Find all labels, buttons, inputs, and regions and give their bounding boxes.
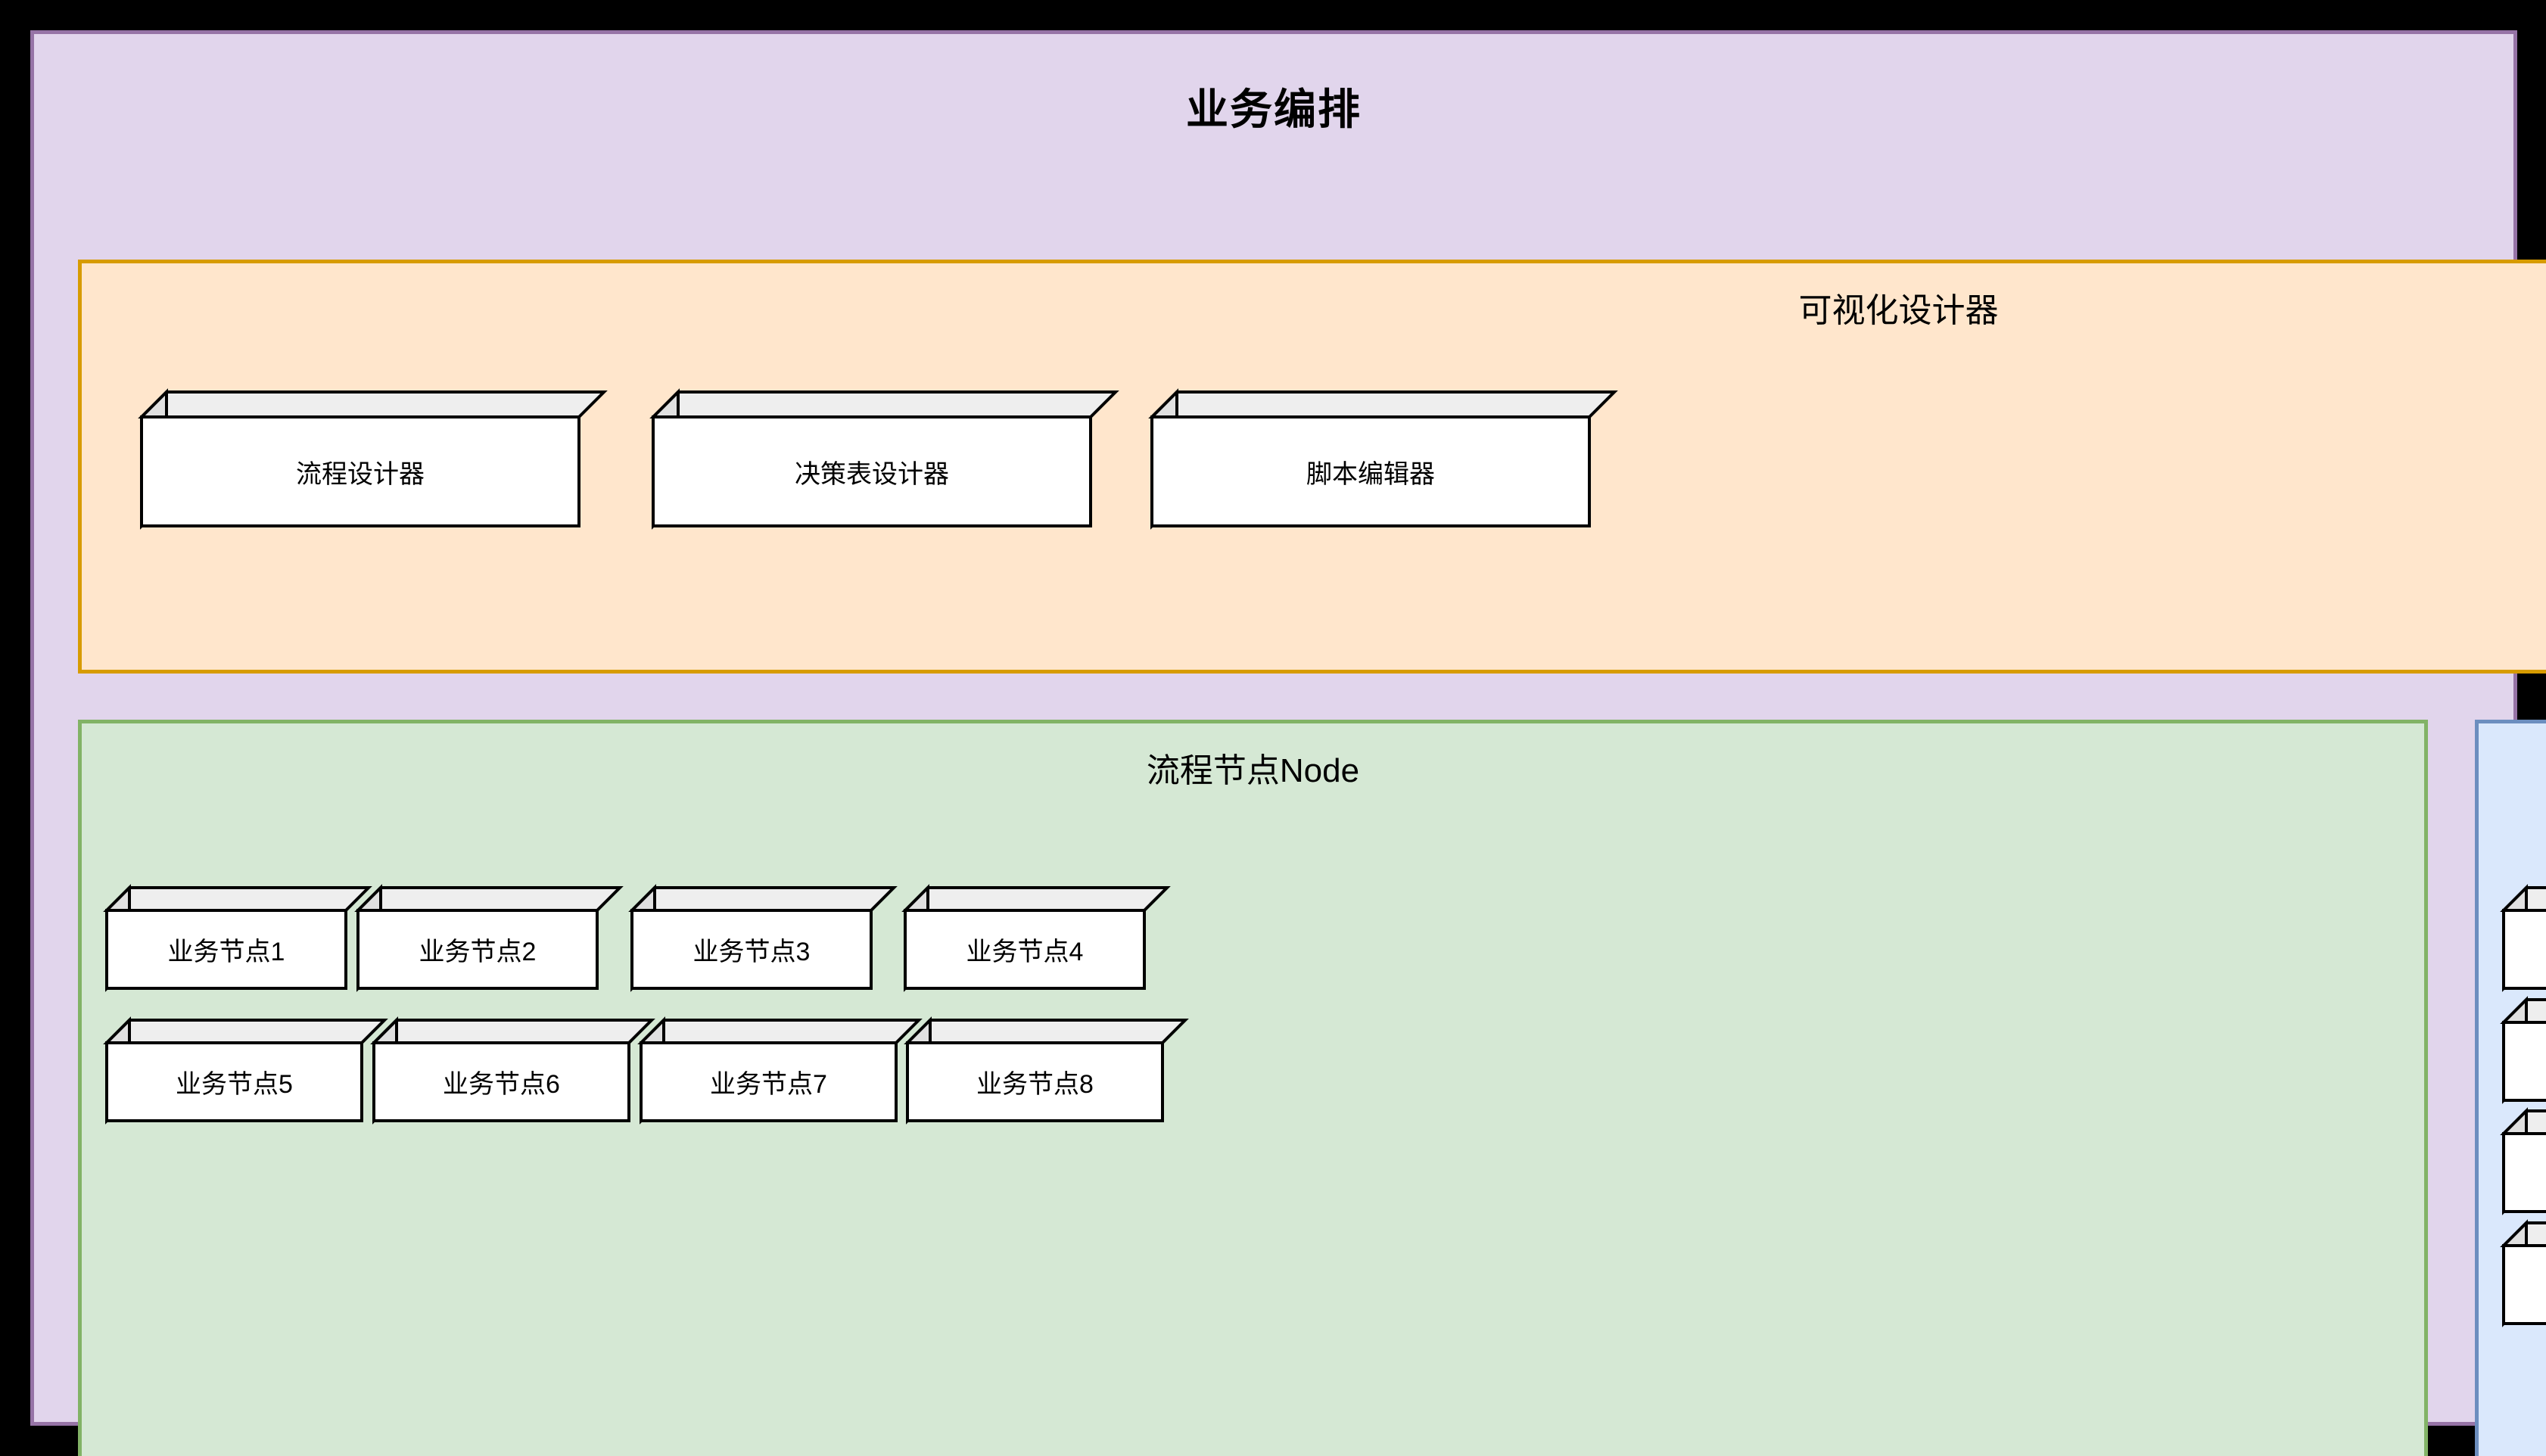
node-box-process-designer[interactable]: 流程设计器 <box>138 388 608 530</box>
cube-top-face <box>904 1019 1189 1044</box>
node-box-rule-engine[interactable]: 规则引擎 <box>2500 996 2546 1104</box>
cube-front-face <box>2502 909 2546 990</box>
cube-top-face <box>354 886 624 912</box>
cube-front-face <box>640 1041 898 1122</box>
node-box-script-editor[interactable]: 脚本编辑器 <box>1148 388 1618 530</box>
node-box-business-node-6[interactable]: 业务节点6 <box>370 1016 655 1125</box>
cube-top-face <box>138 390 608 418</box>
node-box-business-node-5[interactable]: 业务节点5 <box>103 1016 388 1125</box>
cube-top-face <box>103 1019 388 1044</box>
cube-top-face <box>649 390 1119 418</box>
cube-top-face <box>637 1019 923 1044</box>
section-title-logic-unit: 逻辑单元 <box>2479 743 2546 792</box>
node-box-decision-table[interactable]: 决策表 <box>2500 1219 2546 1327</box>
node-box-business-node-7[interactable]: 业务节点7 <box>637 1016 923 1125</box>
cube-front-face <box>372 1041 630 1122</box>
node-box-business-node-4[interactable]: 业务节点4 <box>901 884 1171 992</box>
business-orchestration-container: 业务编排 可视化设计器 流程设计器 决策表设计器 脚本编辑器 流程节点Node … <box>30 30 2546 1456</box>
cube-top-face <box>370 1019 655 1044</box>
cube-front-face <box>1150 415 1591 527</box>
node-box-decision-table-designer[interactable]: 决策表设计器 <box>649 388 1119 530</box>
cube-front-face <box>906 1041 1164 1122</box>
cube-front-face <box>105 909 347 990</box>
cube-front-face <box>356 909 599 990</box>
node-box-script[interactable]: 脚本 <box>2500 1107 2546 1215</box>
cube-front-face <box>2502 1021 2546 1102</box>
node-box-business-node-1[interactable]: 业务节点1 <box>103 884 372 992</box>
cube-top-face <box>628 886 898 912</box>
cube-top-face <box>901 886 1171 912</box>
cube-front-face <box>630 909 873 990</box>
node-box-business-node-8[interactable]: 业务节点8 <box>904 1016 1189 1125</box>
section-flow-nodes: 流程节点Node 业务节点1 业务节点2 业务节点3 业务节点4 业务节点5 业… <box>78 720 2428 1456</box>
cube-top-face <box>103 886 372 912</box>
cube-front-face <box>2502 1132 2546 1213</box>
cube-front-face <box>140 415 580 527</box>
cube-front-face <box>904 909 1146 990</box>
node-box-builtin-logic-unit[interactable]: 内置逻辑单元 <box>2500 884 2546 992</box>
node-box-business-node-2[interactable]: 业务节点2 <box>354 884 624 992</box>
cube-front-face <box>2502 1244 2546 1325</box>
page-title: 业务编排 <box>1186 86 1362 133</box>
section-title-visual-designer: 可视化设计器 <box>1798 292 1999 329</box>
cube-front-face <box>105 1041 363 1122</box>
node-box-business-node-3[interactable]: 业务节点3 <box>628 884 898 992</box>
cube-front-face <box>652 415 1092 527</box>
section-title-flow-nodes: 流程节点Node <box>1146 752 1360 789</box>
section-logic-unit: 逻辑单元 内置逻辑单元 业务逻辑映射 规则引擎 流程引擎 脚本 脚本类型 决策表… <box>2475 720 2546 1456</box>
section-visual-designer: 可视化设计器 流程设计器 决策表设计器 脚本编辑器 <box>78 260 2546 674</box>
cube-top-face <box>1148 390 1618 418</box>
